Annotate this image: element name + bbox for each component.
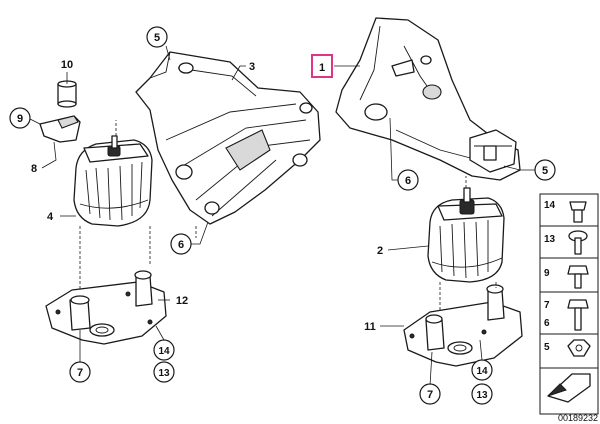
callout-label: 9 [17, 113, 23, 125]
arrow-icon [547, 383, 567, 397]
callout-12[interactable]: 12 [176, 295, 188, 307]
fastener-legend: 14 13 9 7 6 5 [539, 193, 599, 415]
callout-label: 14 [158, 346, 170, 357]
engine-mount-4[interactable] [73, 135, 153, 227]
legend-item-9[interactable]: 9 [544, 265, 589, 289]
callout-5-right[interactable]: 5 [534, 159, 556, 181]
bolt-shank-icon [574, 237, 582, 255]
callout-11[interactable]: 11 [364, 321, 376, 333]
engine-mount-2[interactable] [427, 187, 505, 283]
callout-13-right[interactable]: 13 [471, 383, 493, 405]
legend-item-7[interactable]: 7 6 [544, 299, 589, 331]
hex-head-icon [567, 299, 589, 309]
callout-9[interactable]: 9 [9, 107, 31, 129]
nut-icon [569, 201, 587, 211]
callout-10[interactable]: 10 [61, 59, 73, 71]
callout-label: 6 [405, 175, 411, 187]
sleeve-icon [573, 209, 583, 223]
callout-2[interactable]: 2 [377, 245, 383, 257]
bolt-shank-icon [574, 307, 582, 331]
callout-5-top-left[interactable]: 5 [146, 26, 168, 48]
callout-label: 8 [31, 163, 37, 175]
clip-9[interactable] [39, 115, 81, 143]
legend-label: 14 [544, 200, 556, 211]
callout-label: 7 [427, 389, 433, 401]
hex-head-icon [567, 265, 589, 275]
legend-label: 6 [544, 318, 550, 329]
nut-hole-icon [575, 344, 583, 352]
callout-label: 1 [319, 62, 325, 74]
bolt-shank-icon [574, 273, 582, 289]
callout-label: 14 [476, 366, 488, 377]
callout-label: 6 [178, 239, 184, 251]
callout-label: 10 [61, 59, 73, 71]
callout-label: 5 [154, 32, 160, 44]
callout-label: 4 [47, 211, 54, 223]
legend-item-5[interactable]: 5 [544, 339, 591, 357]
engine-support-bracket-3[interactable] [135, 51, 321, 225]
mount-bracket-12[interactable] [45, 270, 167, 345]
callout-1-highlighted[interactable]: 1 [311, 54, 333, 78]
callout-14-right[interactable]: 14 [471, 359, 493, 381]
legend-item-14[interactable]: 14 [544, 200, 587, 223]
arrow-symbol [547, 373, 591, 403]
callout-6-left[interactable]: 6 [170, 233, 192, 255]
callout-label: 13 [158, 368, 170, 379]
callout-3[interactable]: 3 [249, 61, 255, 73]
callout-13-left[interactable]: 13 [153, 361, 175, 383]
hex-nut-icon [567, 339, 591, 357]
callout-8[interactable]: 8 [31, 163, 37, 175]
callout-label: 3 [249, 61, 255, 73]
callout-7-left[interactable]: 7 [69, 361, 91, 383]
bushing-10[interactable] [57, 80, 77, 108]
document-number: 00189232 [558, 413, 598, 423]
legend-label: 7 [544, 300, 550, 311]
callout-label: 12 [176, 295, 188, 307]
callout-label: 13 [476, 390, 488, 401]
callout-label: 7 [77, 367, 83, 379]
callout-label: 5 [542, 165, 548, 177]
callout-6-right[interactable]: 6 [397, 169, 419, 191]
callout-label: 11 [364, 321, 376, 333]
legend-label: 5 [544, 342, 550, 353]
legend-label: 13 [544, 234, 556, 245]
legend-label: 9 [544, 268, 550, 279]
callout-label: 2 [377, 245, 383, 257]
callout-14-left[interactable]: 14 [153, 339, 175, 361]
mount-bracket-11[interactable] [403, 284, 523, 367]
callout-4[interactable]: 4 [47, 211, 54, 223]
engine-bracket-1[interactable] [335, 17, 521, 181]
legend-item-13[interactable]: 13 [544, 230, 588, 255]
callout-7-right[interactable]: 7 [419, 383, 441, 405]
